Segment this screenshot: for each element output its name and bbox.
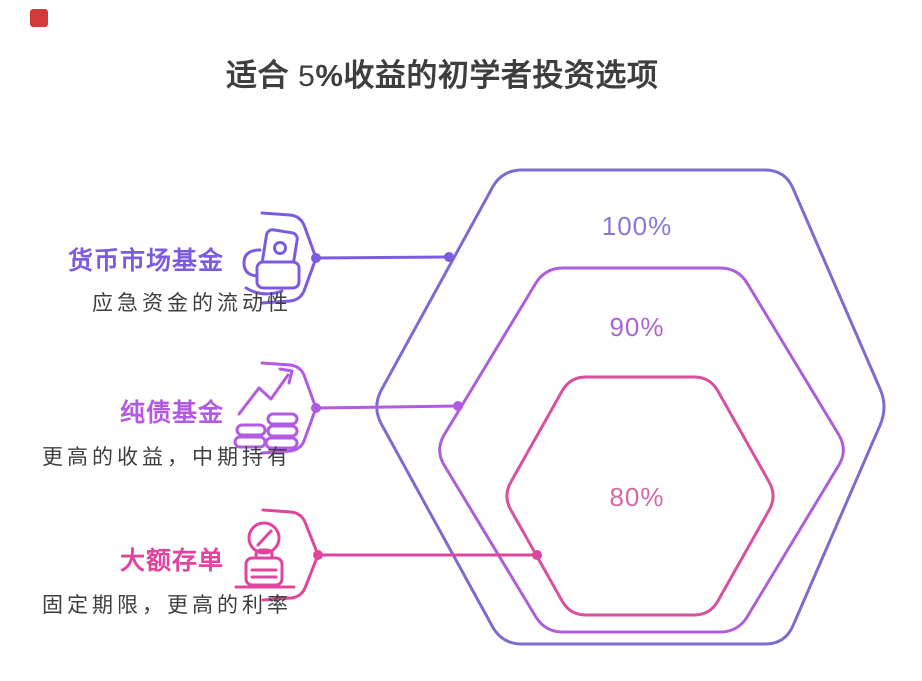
growth-chart-coins-icon (233, 367, 299, 450)
leader-dot (313, 550, 323, 560)
item-label-deposit: 大额存单 (119, 547, 224, 575)
leader-dot (532, 550, 542, 560)
leader-line-bond-fund (314, 404, 460, 410)
item-label-money-market: 货币市场基金 (67, 247, 224, 275)
leader-dot (444, 252, 454, 262)
leader-dot (311, 403, 321, 413)
hexagon-ring-80 (505, 375, 775, 617)
percent-label-100: 100% (601, 211, 673, 241)
hexagon-ring-100 (375, 168, 886, 646)
connector-money-market (260, 211, 454, 305)
title-suffix: %收益的初学者投资选项 (315, 58, 659, 93)
leader-dot (453, 401, 463, 411)
leader-line-money-market (314, 255, 451, 260)
connector-deposit (261, 508, 542, 602)
item-desc-deposit: 固定期限，更高的利率 (42, 594, 292, 617)
page-title: 适合 5%收益的初学者投资选项 (226, 50, 658, 95)
brand-mark (30, 9, 48, 27)
hexagon-ring-90 (438, 266, 845, 634)
leader-dot (311, 253, 321, 263)
item-desc-bond-fund: 更高的收益，中期持有 (42, 446, 292, 469)
clock-briefcase-icon (234, 521, 296, 589)
title-rate-value: 5 (298, 60, 316, 93)
cash-in-hand-icon (242, 228, 301, 296)
percent-label-90: 90% (609, 312, 665, 342)
title-prefix: 适合 (226, 58, 299, 93)
percent-label-80: 80% (609, 482, 665, 512)
item-label-bond-fund: 纯债基金 (119, 399, 224, 427)
item-desc-money-market: 应急资金的流动性 (92, 292, 292, 315)
connector-bond-fund (260, 361, 463, 455)
